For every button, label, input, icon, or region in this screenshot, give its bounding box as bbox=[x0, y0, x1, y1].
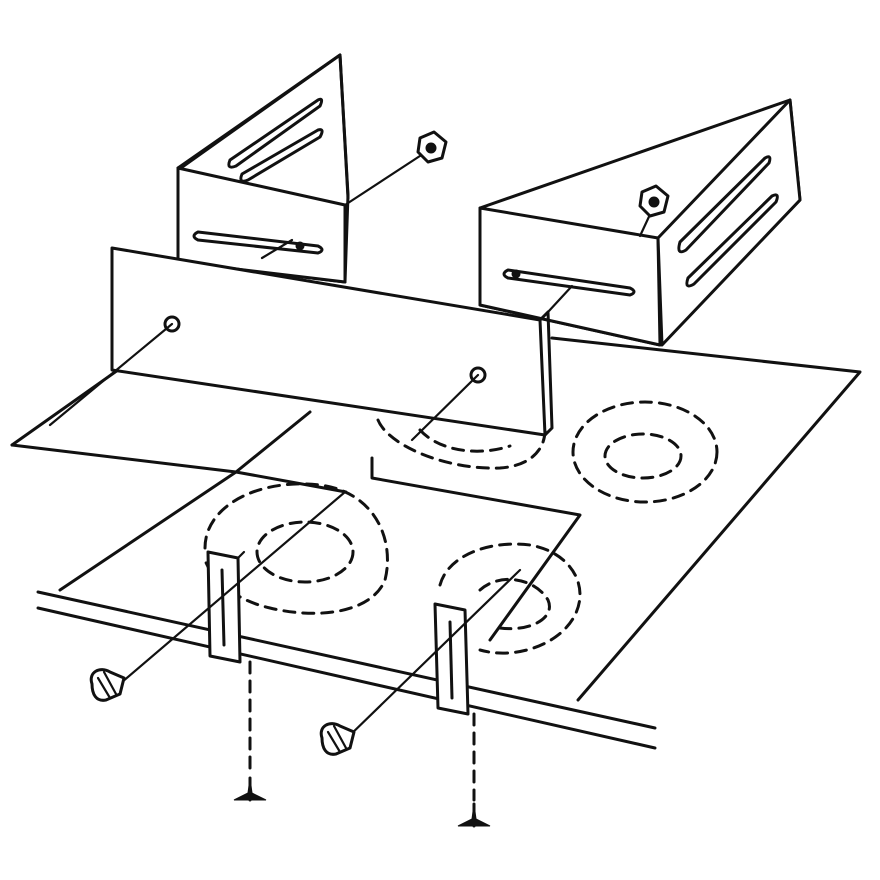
hex-nut-icon bbox=[416, 130, 448, 164]
left-bracket-top-edge bbox=[176, 53, 350, 200]
burner-rear-center-inner bbox=[418, 428, 512, 453]
counter-front-edge-top bbox=[36, 590, 657, 730]
front-clips bbox=[113, 490, 522, 742]
left-bracket bbox=[176, 53, 350, 284]
screw-left-line bbox=[113, 490, 347, 690]
wing-screw-icon bbox=[319, 722, 356, 756]
right-bracket-slot-front bbox=[502, 268, 636, 297]
countertop bbox=[10, 336, 862, 750]
clip-left bbox=[206, 550, 246, 664]
screws bbox=[89, 660, 491, 828]
burner-front-right-inner bbox=[478, 577, 551, 631]
hex-nut-icon bbox=[638, 184, 670, 218]
nut-left-line bbox=[343, 150, 428, 207]
plate-hole-right-line bbox=[410, 373, 480, 442]
right-bracket-slot-pin bbox=[511, 269, 521, 279]
burner-rear-right-inner bbox=[603, 432, 683, 480]
left-bracket-slot-2 bbox=[239, 128, 324, 183]
burner-rear-center-outer bbox=[376, 418, 547, 470]
nuts bbox=[343, 130, 670, 238]
mounting-plate bbox=[110, 238, 574, 437]
screw-right-line bbox=[343, 568, 522, 742]
plate-hole-left-line bbox=[48, 322, 174, 427]
wood-screw-icon bbox=[233, 776, 267, 802]
wood-screw-icon bbox=[457, 802, 491, 828]
burner-front-left-outer bbox=[203, 482, 389, 615]
cutout-front-right bbox=[370, 456, 582, 642]
burner-front-left-inner bbox=[255, 520, 355, 584]
burner-rear-right-outer bbox=[571, 400, 719, 504]
left-bracket-slot-pin bbox=[295, 241, 305, 251]
right-bracket bbox=[478, 98, 802, 347]
mounting-plate-edge bbox=[538, 310, 554, 437]
counter-right-edge bbox=[550, 336, 862, 702]
counter-front-edge-bottom bbox=[36, 606, 657, 750]
cutout-front-left bbox=[234, 470, 348, 494]
right-bracket-slot-1 bbox=[677, 155, 772, 254]
cutout-rear-left bbox=[234, 410, 312, 474]
clip-right bbox=[433, 602, 470, 716]
left-bracket-front bbox=[176, 166, 347, 284]
counter-left-notch bbox=[10, 443, 238, 592]
burners bbox=[203, 400, 719, 655]
burner-front-right-outer bbox=[438, 542, 582, 655]
left-bracket-slot-1 bbox=[227, 97, 324, 169]
left-bracket-slot-front bbox=[192, 230, 324, 255]
plate-to-left-bracket-line bbox=[260, 238, 294, 260]
cooktop-panel bbox=[234, 410, 582, 642]
alignment-lines bbox=[48, 322, 480, 442]
plate-to-right-bracket-line bbox=[546, 284, 574, 314]
right-bracket-slot-2 bbox=[685, 193, 779, 288]
wing-screw-icon bbox=[89, 668, 126, 702]
